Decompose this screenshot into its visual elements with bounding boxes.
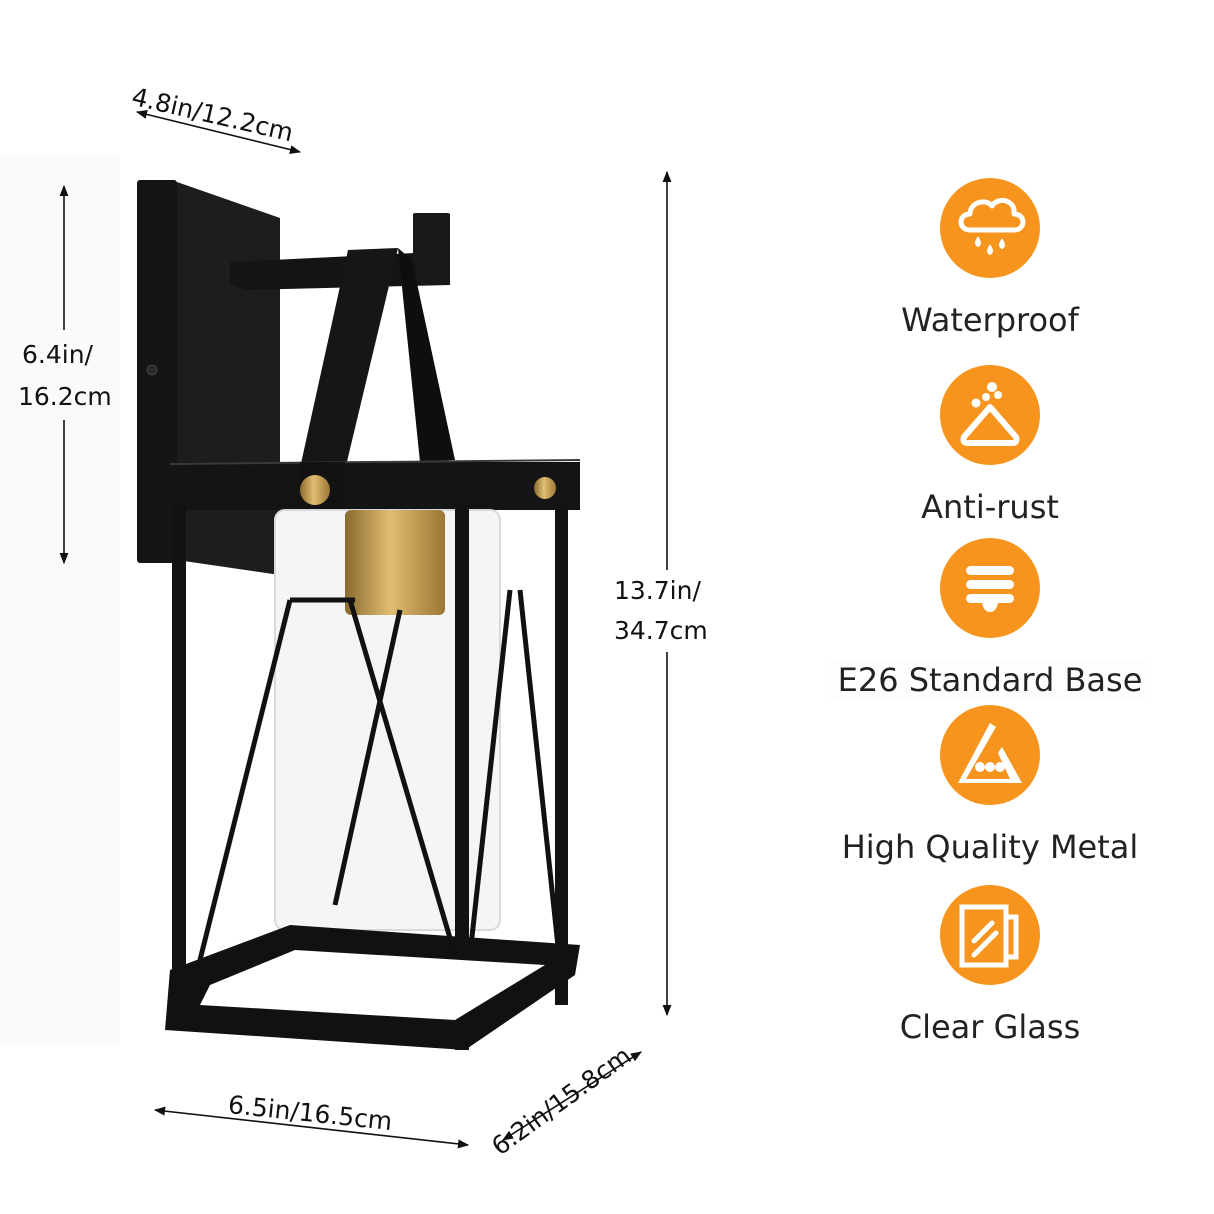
brass-socket: [345, 510, 445, 615]
feature-label: E26 Standard Base: [830, 660, 1150, 700]
feature-metal: High Quality Metal: [830, 705, 1150, 867]
dimension-line-width: [153, 1106, 470, 1149]
rain-cloud-icon: [940, 178, 1040, 278]
dimension-label-backplate-height-2: 16.2cm: [18, 382, 112, 411]
feature-waterproof: Waterproof: [830, 178, 1150, 340]
cage-wires: [197, 589, 563, 966]
feature-clear-glass: Clear Glass: [830, 885, 1150, 1047]
feature-e26-base: E26 Standard Base: [830, 538, 1150, 700]
mounting-arm: [230, 213, 450, 290]
hanging-strap: [300, 248, 455, 470]
feature-anti-rust: Anti-rust: [830, 365, 1150, 527]
dimension-label-total-height-1: 13.7in/: [614, 576, 701, 605]
dimension-line-depth-top: [135, 110, 302, 154]
glass-pane-icon: [940, 885, 1040, 985]
cage-frame: [172, 505, 568, 1050]
feature-label: Clear Glass: [899, 1008, 1081, 1046]
bottom-frame: [165, 925, 580, 1050]
left-background-panel: [0, 155, 120, 1045]
dimension-label-backplate-height-1: 6.4in/: [22, 340, 93, 369]
anti-rust-icon: [940, 365, 1040, 465]
feature-label: High Quality Metal: [841, 828, 1139, 866]
feature-label: Anti-rust: [921, 488, 1059, 526]
dimension-line-depth-bottom: [502, 1051, 642, 1141]
bulb-base-icon: [940, 538, 1040, 638]
metal-triangle-icon: [940, 705, 1040, 805]
dimension-label-total-height-2: 34.7cm: [614, 616, 708, 645]
backplate: [137, 180, 280, 575]
feature-label: Waterproof: [901, 301, 1079, 339]
